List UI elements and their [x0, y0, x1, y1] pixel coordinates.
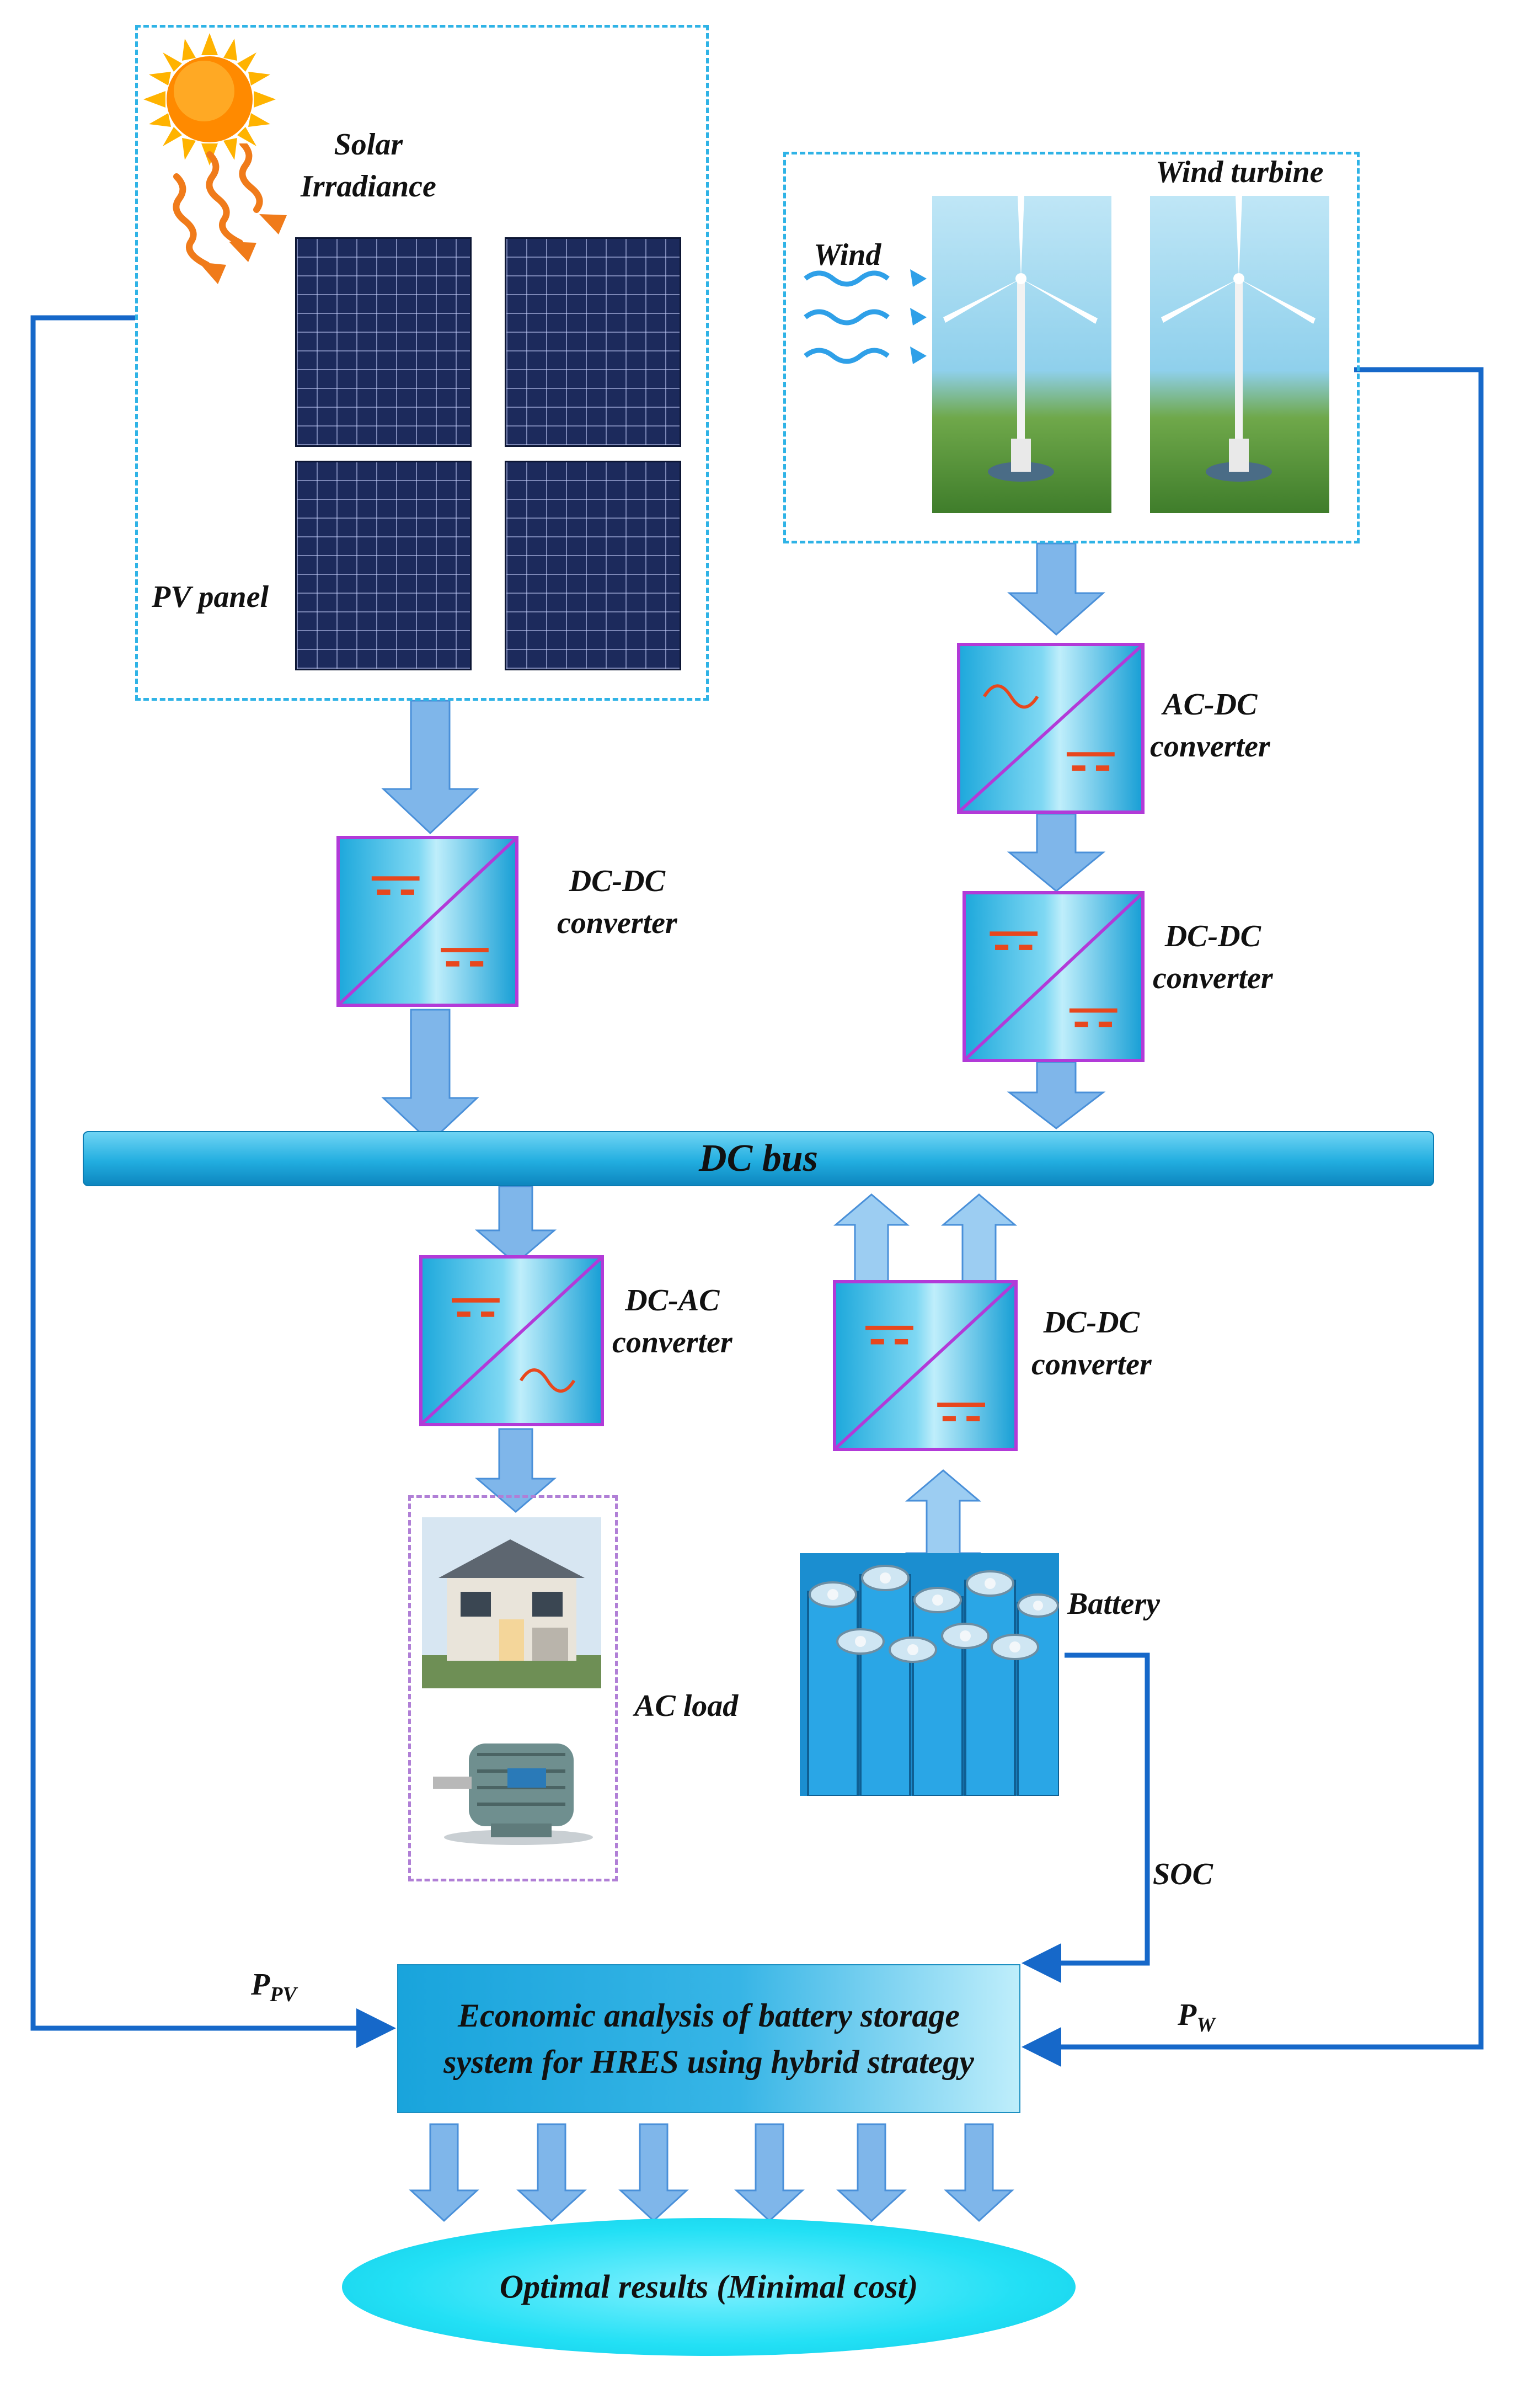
pv-panel-top-right [505, 237, 681, 447]
out-arrow-2 [516, 2123, 587, 2222]
solar-irradiance-label: Solar Irradiance [301, 127, 436, 204]
arrow-acdc-dcdc [1007, 813, 1106, 892]
motor-icon [433, 1743, 593, 1845]
out-arrow-1 [409, 2123, 479, 2222]
dc-bus: DC bus [83, 1131, 1434, 1186]
out-arrow-5 [836, 2123, 907, 2222]
p-w-symbol: P [1178, 1998, 1197, 2032]
dc-bus-label: DC bus [699, 1137, 818, 1180]
p-w-label: PW [1178, 1995, 1215, 2039]
wind-label: Wind [814, 238, 881, 272]
dc-dc-converter-wind-label: DC-DC converter [1153, 919, 1273, 995]
p-w-line [1022, 367, 1484, 2067]
out-arrow-4 [734, 2123, 805, 2222]
wind-waves-icon [804, 269, 927, 364]
ac-dc-converter-label: AC-DC converter [1150, 687, 1270, 764]
dc-ac-converter [419, 1255, 604, 1426]
p-w-subscript: W [1196, 2013, 1216, 2037]
economic-analysis-box: Economic analysis of battery storage sys… [397, 1964, 1020, 2113]
ac-load-label: AC load [634, 1689, 739, 1723]
wind-turbine-label: Wind turbine [1156, 155, 1324, 189]
dc-dc-converter-pv-label: DC-DC converter [557, 864, 677, 940]
dc-dc-converter-battery [833, 1280, 1018, 1451]
soc-line [1022, 1652, 1150, 1983]
p-pv-label: PPV [251, 1964, 297, 2009]
optimal-results-ellipse: Optimal results (Minimal cost) [342, 2218, 1076, 2356]
arrow-pv-dcdc [381, 700, 479, 835]
arrow-dcdc-bus-wind [1007, 1061, 1106, 1129]
p-pv-subscript: PV [270, 1983, 297, 2007]
house-icon [422, 1517, 601, 1688]
pv-panel-label: PV panel [152, 580, 269, 614]
out-arrow-3 [618, 2123, 689, 2222]
optimal-results-label: Optimal results (Minimal cost) [499, 2268, 918, 2305]
ac-load-box [408, 1495, 618, 1881]
soc-label: SOC [1153, 1857, 1213, 1891]
pv-box [135, 25, 709, 701]
economic-analysis-label: Economic analysis of battery storage sys… [443, 1997, 974, 2080]
battery-icon [800, 1553, 1059, 1796]
dc-dc-converter-battery-label: DC-DC converter [1031, 1305, 1152, 1382]
dc-dc-converter-pv [336, 836, 518, 1007]
arrow-dcdc-bus [381, 1009, 479, 1144]
turbine-icon-2 [1161, 196, 1316, 482]
wind-box [783, 152, 1360, 543]
dc-ac-converter-label: DC-AC converter [612, 1283, 732, 1359]
pv-panel-top-left [295, 237, 472, 447]
arrow-bus-dcac [474, 1185, 557, 1265]
out-arrow-6 [944, 2123, 1014, 2222]
ac-dc-converter [957, 643, 1145, 814]
battery-label: Battery [1067, 1587, 1160, 1621]
sun-icon [143, 33, 276, 166]
p-pv-symbol: P [251, 1968, 270, 2002]
irradiance-arrows-icon [173, 143, 287, 284]
turbine-icon-1 [943, 196, 1098, 482]
arrow-wind-acdc [1007, 542, 1105, 636]
pv-panel-bottom-left [295, 461, 472, 670]
dc-dc-converter-wind [962, 891, 1145, 1062]
pv-panel-bottom-right [505, 461, 681, 670]
p-pv-line [30, 315, 396, 2048]
